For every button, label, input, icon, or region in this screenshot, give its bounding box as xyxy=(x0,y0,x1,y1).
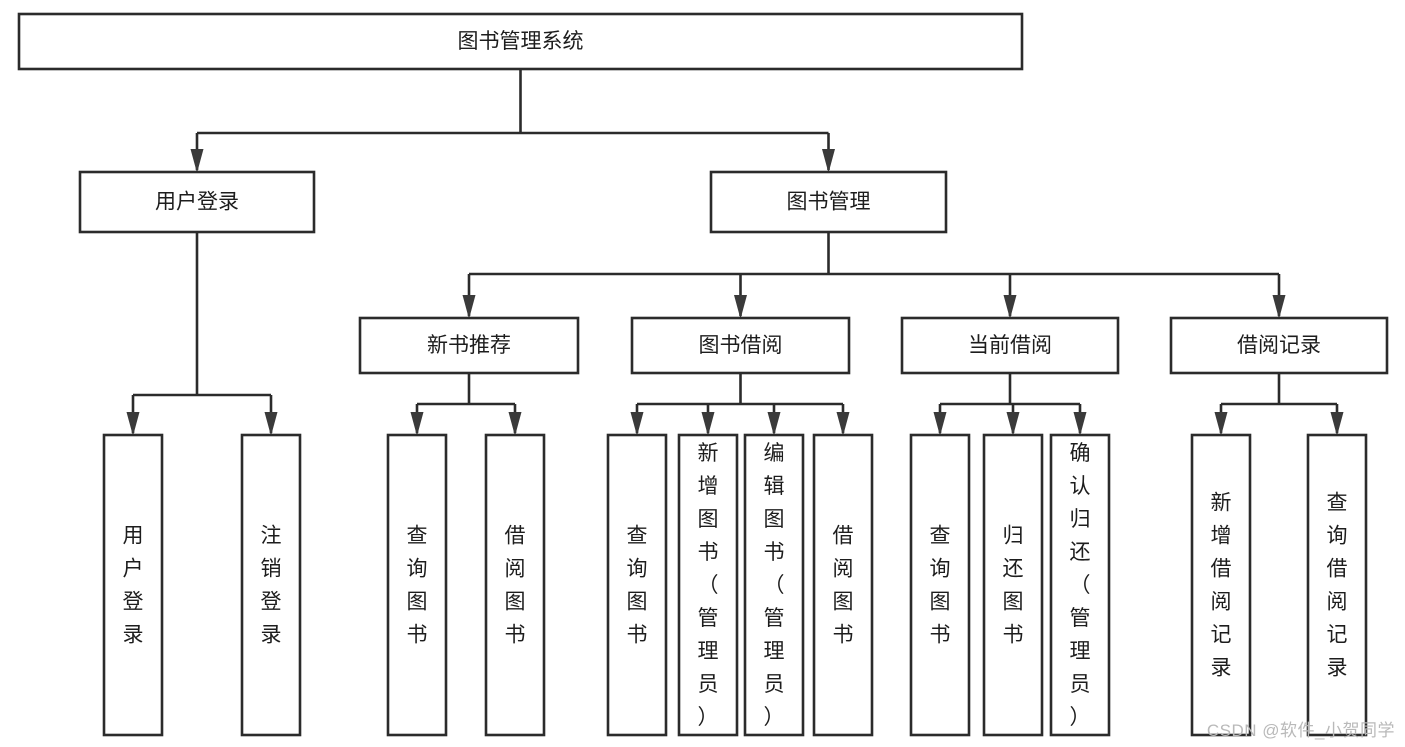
node-leaf-return-book[interactable]: 归还图书 xyxy=(982,433,1044,737)
node-leaf-add-record[interactable]: 新增借阅记录 xyxy=(1190,433,1252,737)
node-box-leaf-edit-book xyxy=(743,433,805,737)
node-box-user-login xyxy=(78,170,316,234)
node-borrow-record[interactable]: 借阅记录 xyxy=(1169,316,1389,375)
arrow-icon-leaf-add-record xyxy=(1214,412,1228,436)
node-label-leaf-return-book: 归还图书 xyxy=(1003,525,1024,647)
node-label-root: 图书管理系统 xyxy=(458,30,584,53)
node-leaf-query-book-3[interactable]: 查询图书 xyxy=(909,433,971,737)
arrow-icon-user-login xyxy=(190,149,204,173)
node-box-leaf-borrow-book-1 xyxy=(484,433,546,737)
node-box-leaf-add-book xyxy=(677,433,739,737)
node-label-leaf-confirm-return: 确认归还（管理员） xyxy=(1070,442,1091,729)
node-label-book-borrow: 图书借阅 xyxy=(699,334,783,357)
node-leaf-query-book-1[interactable]: 查询图书 xyxy=(386,433,448,737)
node-leaf-user-logout[interactable]: 注销登录 xyxy=(240,433,302,737)
node-box-new-book-recommend xyxy=(358,316,580,375)
node-leaf-confirm-return[interactable]: 确认归还（管理员） xyxy=(1049,433,1111,737)
node-box-leaf-query-book-2 xyxy=(606,433,668,737)
node-label-current-borrow: 当前借阅 xyxy=(968,334,1052,357)
node-book-manage[interactable]: 图书管理 xyxy=(709,170,948,234)
node-leaf-edit-book[interactable]: 编辑图书（管理员） xyxy=(743,433,805,737)
arrow-icon-new-book-recommend xyxy=(462,295,476,319)
csdn-watermark: CSDN @软件_小贺同学 xyxy=(1206,721,1395,740)
node-leaf-borrow-book-2[interactable]: 借阅图书 xyxy=(812,433,874,737)
arrow-icon-leaf-user-login xyxy=(126,412,140,436)
node-label-leaf-user-login: 用户登录 xyxy=(123,525,144,647)
node-user-login[interactable]: 用户登录 xyxy=(78,170,316,234)
nodes-group: 图书管理系统用户登录图书管理新书推荐图书借阅当前借阅借阅记录用户登录注销登录查询… xyxy=(17,12,1389,737)
node-box-book-borrow xyxy=(630,316,851,375)
arrow-icon-current-borrow xyxy=(1003,295,1017,319)
node-label-borrow-record: 借阅记录 xyxy=(1237,334,1321,357)
arrow-icon-leaf-query-book-3 xyxy=(933,412,947,436)
node-leaf-borrow-book-1[interactable]: 借阅图书 xyxy=(484,433,546,737)
node-label-leaf-add-record: 新增借阅记录 xyxy=(1211,492,1232,680)
arrow-icon-leaf-query-book-2 xyxy=(630,412,644,436)
arrow-icon-book-manage xyxy=(822,149,835,173)
node-box-leaf-query-book-1 xyxy=(386,433,448,737)
node-leaf-query-record[interactable]: 查询借阅记录 xyxy=(1306,433,1368,737)
node-leaf-query-book-2[interactable]: 查询图书 xyxy=(606,433,668,737)
arrow-icon-borrow-record xyxy=(1272,295,1286,319)
node-box-book-manage xyxy=(709,170,948,234)
node-box-borrow-record xyxy=(1169,316,1389,375)
arrow-icon-leaf-user-logout xyxy=(264,412,278,436)
node-label-leaf-query-book-2: 查询图书 xyxy=(627,525,648,647)
arrow-icon-leaf-query-record xyxy=(1330,412,1344,436)
node-box-leaf-query-book-3 xyxy=(909,433,971,737)
node-box-root xyxy=(17,12,1024,71)
node-box-leaf-query-record xyxy=(1306,433,1368,737)
node-box-current-borrow xyxy=(900,316,1120,375)
connector-edges-group xyxy=(126,69,1344,436)
node-new-book-recommend[interactable]: 新书推荐 xyxy=(358,316,580,375)
node-box-leaf-borrow-book-2 xyxy=(812,433,874,737)
arrow-icon-leaf-return-book xyxy=(1006,412,1020,436)
node-book-borrow[interactable]: 图书借阅 xyxy=(630,316,851,375)
node-label-leaf-edit-book: 编辑图书（管理员） xyxy=(764,442,785,729)
node-label-leaf-user-logout: 注销登录 xyxy=(261,525,282,647)
node-box-leaf-return-book xyxy=(982,433,1044,737)
node-root[interactable]: 图书管理系统 xyxy=(17,12,1024,71)
arrow-icon-leaf-borrow-book-2 xyxy=(836,412,850,436)
node-label-user-login: 用户登录 xyxy=(155,191,239,214)
node-label-leaf-query-book-1: 查询图书 xyxy=(407,525,428,647)
node-leaf-user-login[interactable]: 用户登录 xyxy=(102,433,164,737)
node-label-leaf-add-book: 新增图书（管理员） xyxy=(698,442,719,729)
arrow-icon-leaf-borrow-book-1 xyxy=(508,412,522,436)
node-label-new-book-recommend: 新书推荐 xyxy=(427,334,511,357)
node-box-leaf-user-login xyxy=(102,433,164,737)
node-current-borrow[interactable]: 当前借阅 xyxy=(900,316,1120,375)
arrow-icon-leaf-confirm-return xyxy=(1073,412,1087,436)
arrow-icon-leaf-query-book-1 xyxy=(410,412,424,436)
node-leaf-add-book[interactable]: 新增图书（管理员） xyxy=(677,433,739,737)
arrow-icon-book-borrow xyxy=(734,295,747,319)
node-label-leaf-query-record: 查询借阅记录 xyxy=(1327,492,1348,680)
node-label-leaf-query-book-3: 查询图书 xyxy=(930,525,951,647)
node-box-leaf-add-record xyxy=(1190,433,1252,737)
node-box-leaf-confirm-return xyxy=(1049,433,1111,737)
node-label-leaf-borrow-book-1: 借阅图书 xyxy=(505,525,526,647)
node-label-book-manage: 图书管理 xyxy=(787,191,871,214)
arrow-icon-leaf-edit-book xyxy=(767,412,781,436)
node-label-leaf-borrow-book-2: 借阅图书 xyxy=(833,525,854,647)
node-box-leaf-user-logout xyxy=(240,433,302,737)
arrow-icon-leaf-add-book xyxy=(701,412,715,436)
